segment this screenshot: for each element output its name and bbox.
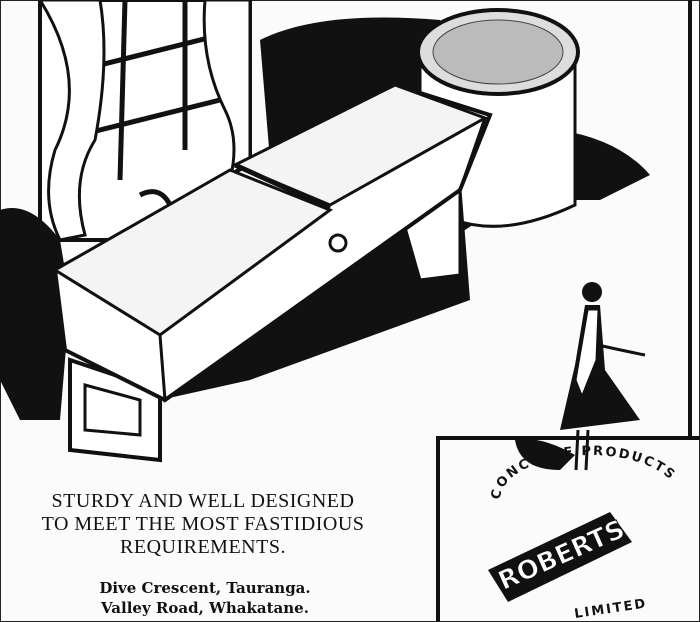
- slogan-line: STURDY AND WELL DESIGNED: [51, 490, 355, 512]
- slogan-line: TO MEET THE MOST FASTIDIOUS: [41, 513, 365, 535]
- address-whakatane: Valley Road, Whakatane.: [101, 599, 309, 617]
- logo-panel: [436, 436, 700, 622]
- washing-machine: [416, 8, 580, 228]
- address-tauranga: Dive Crescent, Tauranga.: [99, 579, 311, 597]
- addresses: Dive Crescent, Tauranga. Valley Road, Wh…: [40, 578, 370, 618]
- slogan-line: REQUIREMENTS.: [120, 536, 286, 558]
- double-laundry-tub: [52, 82, 493, 403]
- woman-figure: [515, 282, 646, 471]
- slogan: STURDY AND WELL DESIGNED TO MEET THE MOS…: [18, 490, 388, 559]
